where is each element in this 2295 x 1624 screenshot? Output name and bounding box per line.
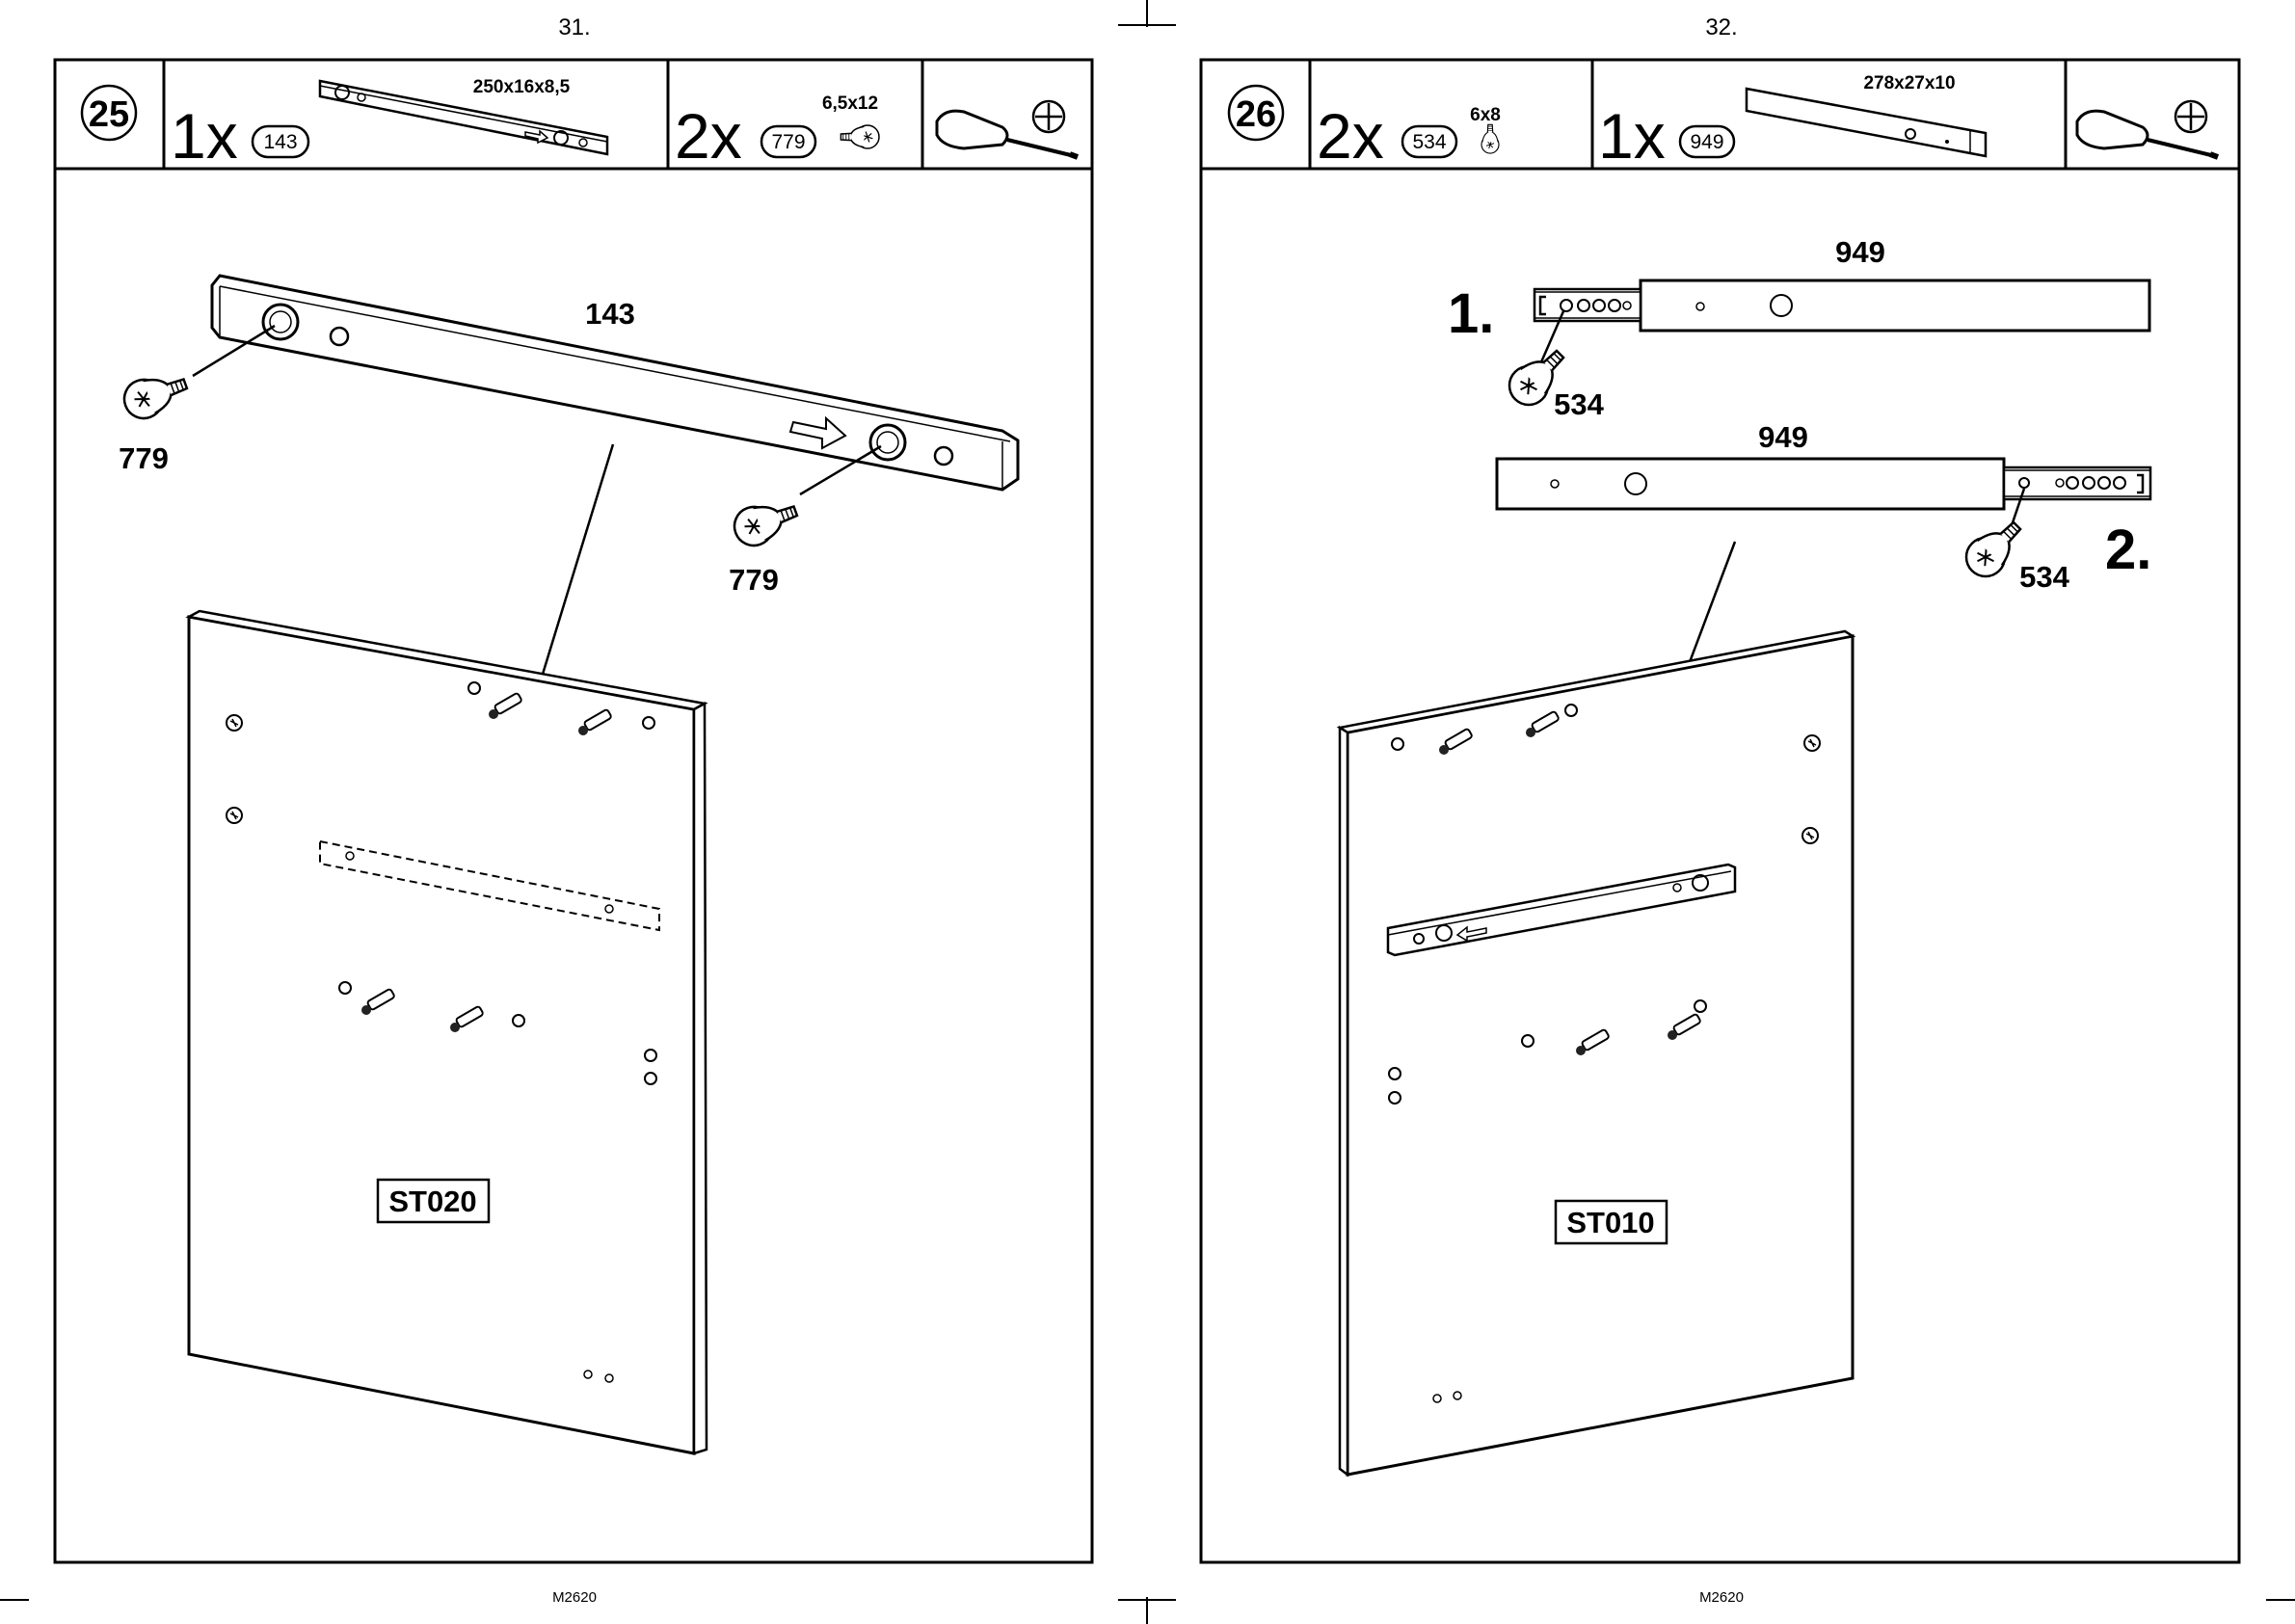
part-code: 534 (1412, 131, 1446, 153)
screw-thumbnail-icon (841, 125, 879, 148)
step-number-badge: 26 (1229, 86, 1283, 140)
page-31: 31. M2620 25 1x 143 250x16x8,5 (55, 14, 1092, 1606)
part-qty: 2x (1317, 100, 1384, 172)
screw-callout: 779 (729, 563, 779, 597)
screw-callout: 534 (2019, 560, 2069, 594)
part-qty: 1x (171, 100, 238, 172)
rail-callout: 143 (585, 297, 635, 331)
substep-label: 1. (1448, 282, 1494, 345)
screw-callout: 779 (119, 441, 169, 475)
rail-thumbnail (1747, 89, 1986, 156)
drawer-runner-1 (1534, 280, 2149, 364)
part-qty: 2x (675, 100, 742, 172)
page-footer: M2620 (1699, 1589, 1744, 1606)
part-143-cell: 1x 143 250x16x8,5 (171, 77, 607, 172)
rail-callout: 949 (1758, 420, 1808, 454)
phillips-head-icon (2175, 101, 2206, 132)
part-code: 779 (771, 131, 805, 153)
page-number: 32. (1705, 14, 1737, 40)
part-code: 143 (263, 131, 297, 153)
part-534-cell: 2x 534 6x8 (1317, 100, 1501, 172)
part-qty: 1x (1598, 100, 1666, 172)
part-dims: 278x27x10 (1863, 73, 1955, 93)
svg-text:26: 26 (1236, 94, 1276, 135)
tools-cell (2077, 101, 2218, 157)
page-footer: M2620 (552, 1589, 597, 1606)
page-32: 32. M2620 26 2x 534 6x8 1x 949 (1201, 14, 2239, 1606)
board-st020-illustration (189, 611, 707, 1453)
rail-callout: 949 (1835, 235, 1885, 269)
board-label: ST010 (1566, 1206, 1654, 1239)
board-st010-illustration (1340, 631, 1853, 1475)
screw-779-icon (119, 365, 192, 423)
page-number: 31. (558, 14, 590, 40)
screw-callout: 534 (1554, 387, 1604, 421)
step-number-badge: 25 (82, 86, 136, 140)
tools-cell (937, 101, 1078, 157)
phillips-head-icon (1033, 101, 1064, 132)
part-949-cell: 1x 949 278x27x10 (1598, 73, 1986, 172)
part-dims: 6,5x12 (822, 93, 878, 114)
screw-779-icon (729, 493, 802, 550)
screw-thumbnail-icon (1481, 124, 1499, 153)
part-code: 949 (1690, 131, 1723, 153)
part-dims: 6x8 (1470, 105, 1501, 125)
substep-label: 2. (2105, 519, 2151, 581)
board-label: ST020 (388, 1185, 476, 1218)
part-dims: 250x16x8,5 (473, 77, 571, 97)
svg-text:25: 25 (89, 94, 129, 135)
part-779-cell: 2x 779 6,5x12 (675, 93, 879, 172)
